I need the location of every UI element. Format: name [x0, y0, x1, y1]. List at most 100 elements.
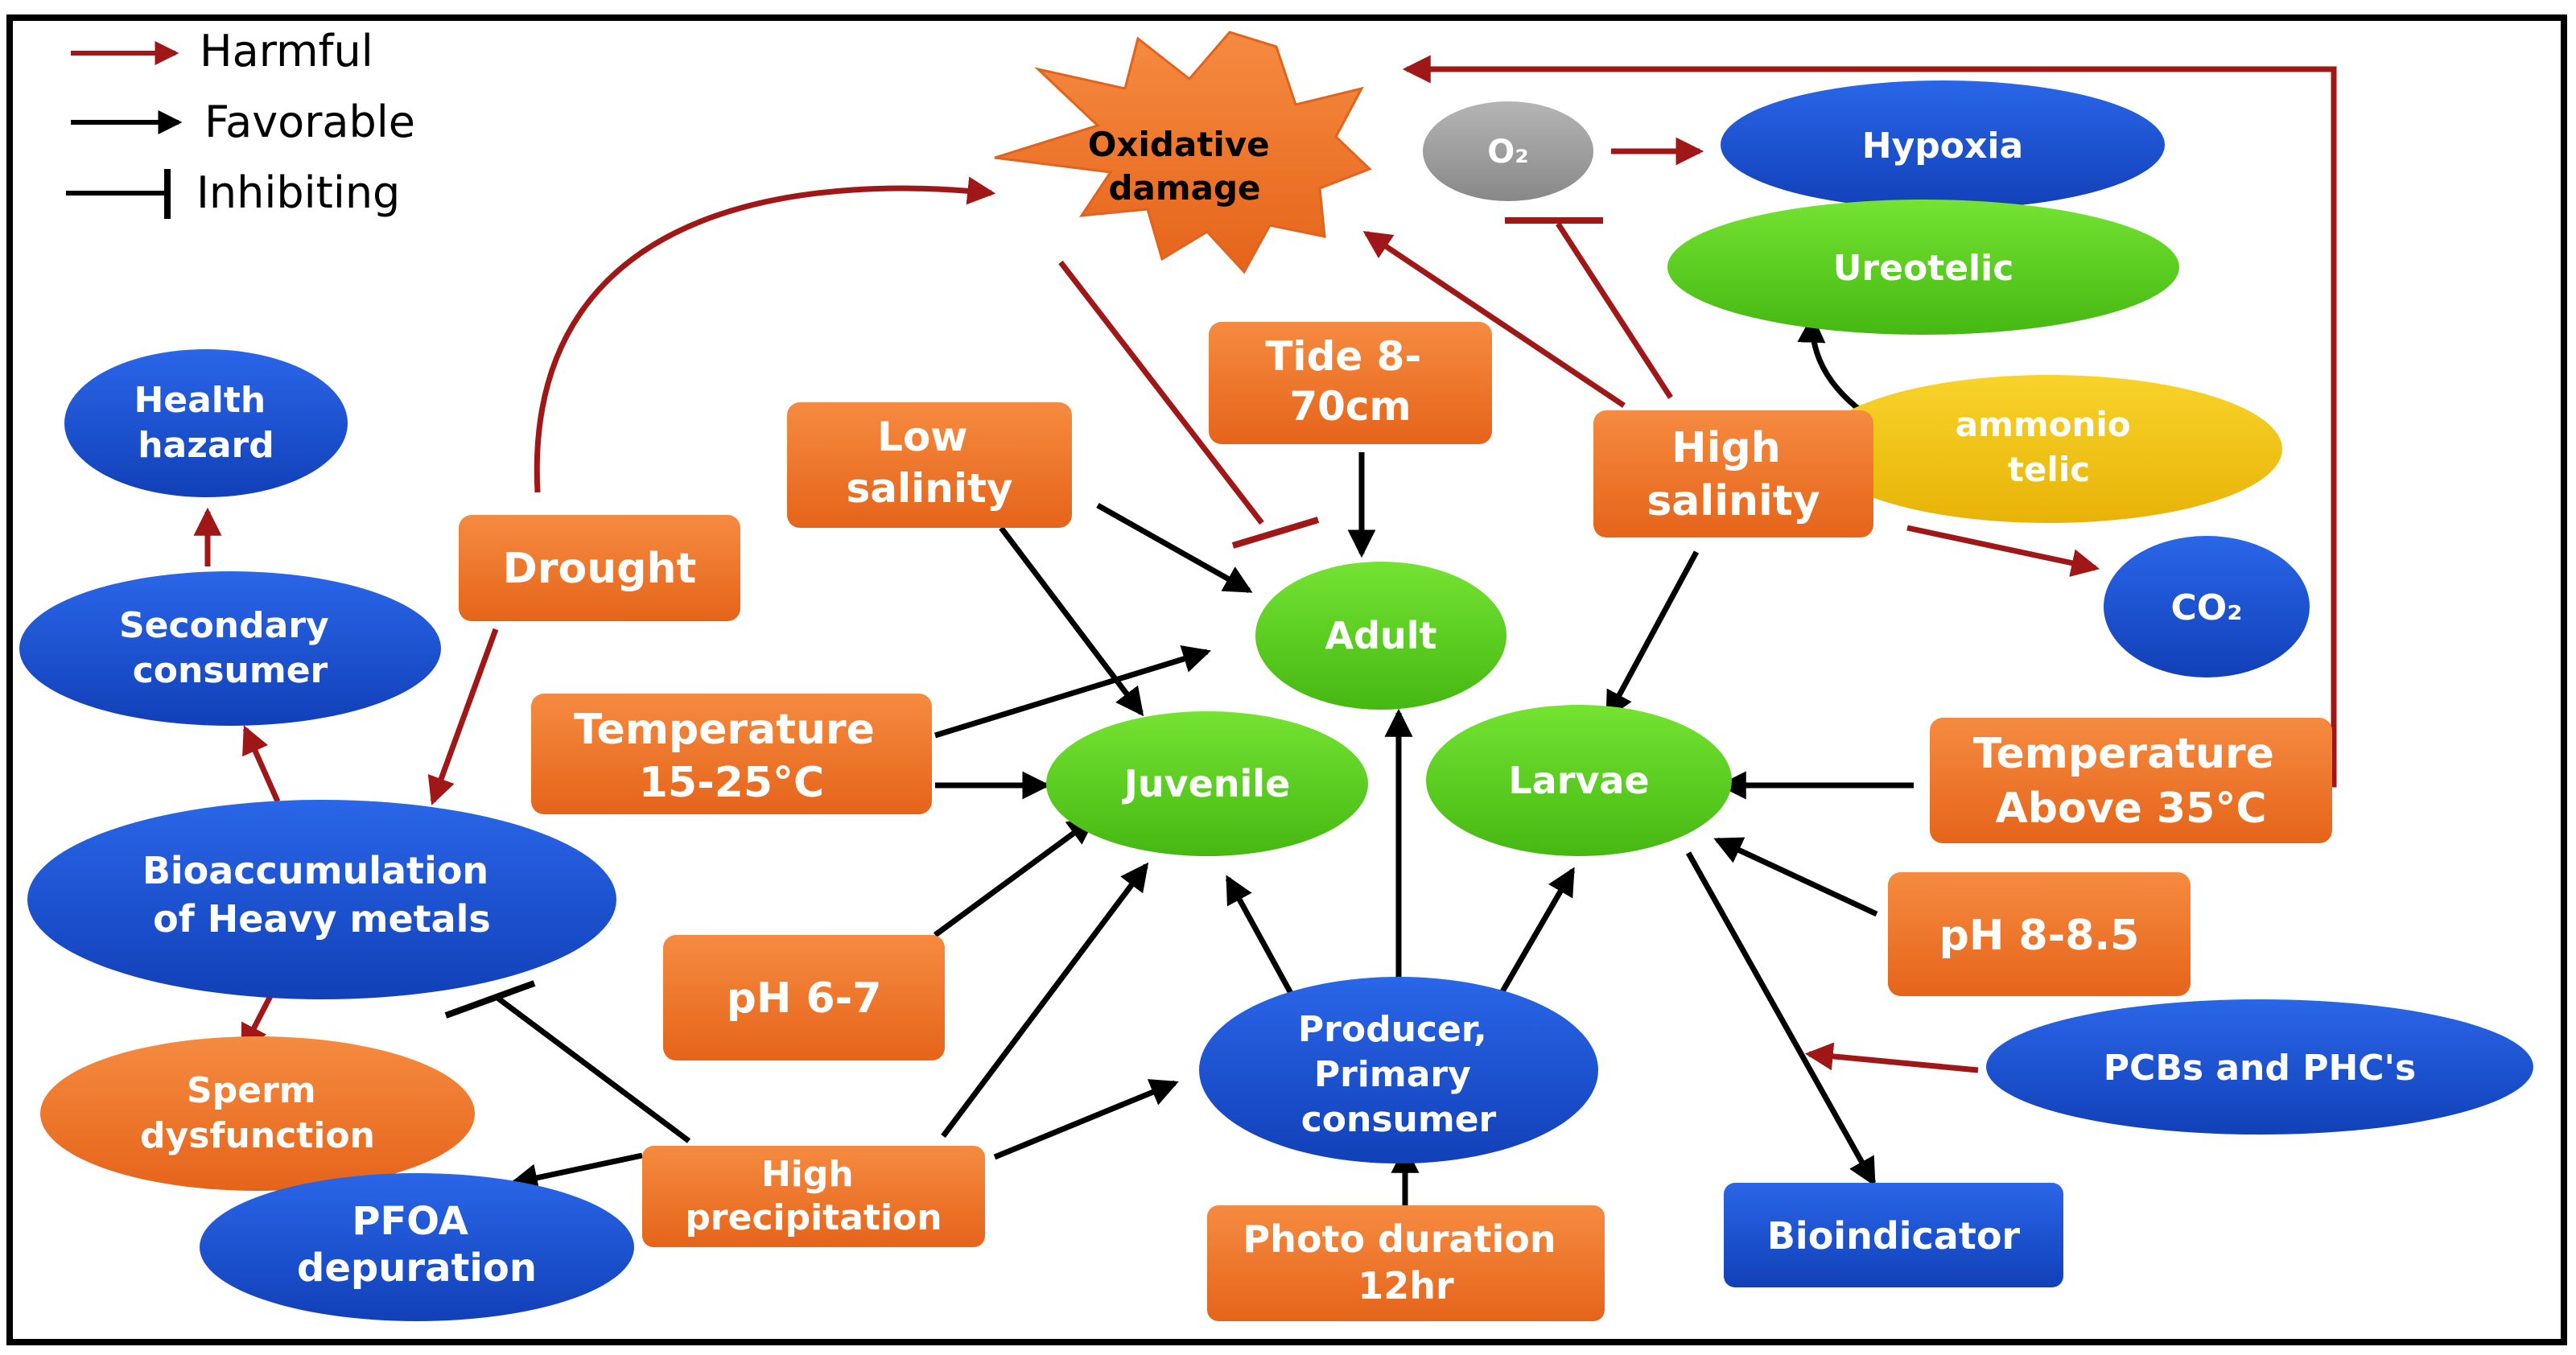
photo-duration-label: Photo duration 12hr: [1243, 1217, 1568, 1308]
node-temperature-above-35: Temperature Above 35°C: [1930, 718, 2332, 843]
co2-label: CO₂: [2171, 587, 2243, 628]
sperm-dysfunction-shape: [40, 1036, 475, 1191]
ammoniotelic-shape: [1816, 375, 2282, 523]
o2-shape: [1423, 101, 1593, 201]
arrow-highsalinity-to-larvae: [1605, 550, 1700, 720]
ph-8-85-label: pH 8-8.5: [1939, 912, 2140, 960]
arrow-precip-to-pfoa: [509, 1152, 643, 1192]
ammoniotelic-label: ammonio telic: [1956, 405, 2143, 489]
node-low-salinity: Low salinity: [787, 402, 1072, 528]
ph-6-7-shape: [663, 935, 945, 1061]
bioaccumulation-shape: [27, 800, 616, 999]
low-salinity-shape: [787, 402, 1072, 528]
node-ph-6-7: pH 6-7: [663, 935, 945, 1061]
legend: Harmful Favorable Inhibiting: [66, 26, 415, 219]
oxidative-damage-label: Oxidative damage: [1088, 125, 1282, 208]
node-hypoxia: Hypoxia: [1721, 80, 2165, 209]
arrow-precip-to-juvenile: [941, 862, 1149, 1139]
bioaccumulation-label: Bioaccumulation of Heavy metals: [142, 849, 501, 941]
node-ammoniotelic: ammonio telic: [1816, 375, 2282, 523]
sperm-dysfunction-label: Sperm dysfunction: [140, 1070, 375, 1156]
larvae-label: Larvae: [1508, 759, 1649, 802]
legend-inhibiting-label: Inhibiting: [196, 167, 400, 218]
inhibit-oxidative-to-adult: [1058, 260, 1264, 525]
node-sperm-dysfunction: Sperm dysfunction: [40, 1036, 475, 1191]
legend-favorable-label: Favorable: [204, 97, 415, 147]
ureotelic-shape: [1667, 200, 2179, 335]
secondary-consumer-label: Secondary consumer: [119, 605, 341, 691]
arrow-lowsalinity-to-juvenile: [999, 525, 1144, 717]
node-ureotelic: Ureotelic: [1667, 200, 2179, 335]
inhibit-highsalinity-to-o2: [1556, 222, 1673, 399]
outer-frame: [6, 14, 2567, 1345]
arrow-temp1525-to-adult: [934, 645, 1212, 739]
juvenile-label: Juvenile: [1122, 762, 1291, 805]
arrow-larvae-to-bioindicator: [1685, 851, 1877, 1187]
high-salinity-shape: [1593, 410, 1873, 537]
temperature-15-25-shape: [531, 694, 932, 814]
producer-shape: [1199, 977, 1598, 1163]
health-hazard-shape: [64, 349, 348, 497]
node-high-salinity: High salinity: [1593, 410, 1873, 537]
drought-shape: [459, 515, 740, 621]
arrow-ph885-to-larvae: [1713, 837, 1878, 917]
legend-harmful-label: Harmful: [200, 26, 373, 76]
bioindicator-shape: [1724, 1183, 2063, 1287]
o2-label: O₂: [1487, 134, 1529, 171]
temperature-15-25-label: Temperature 15-25°C: [574, 706, 889, 807]
arrow-bioaccumulation-to-secondary: [242, 725, 281, 803]
starburst-shape: [994, 31, 1372, 274]
node-bioindicator: Bioindicator: [1724, 1183, 2063, 1287]
high-salinity-label: High salinity: [1647, 424, 1820, 525]
node-bioaccumulation: Bioaccumulation of Heavy metals: [27, 800, 616, 999]
node-secondary-consumer: Secondary consumer: [19, 571, 441, 726]
larvae-shape: [1426, 705, 1732, 856]
temperature-above-35-label: Temperature Above 35°C: [1973, 730, 2289, 833]
health-hazard-label: Health hazard: [134, 380, 278, 466]
arrow-pcbs-to-larvae-link: [1804, 1042, 1979, 1073]
arrow-highsalinity-to-oxidative: [1362, 231, 1626, 408]
hypoxia-label: Hypoxia: [1862, 126, 2023, 167]
node-tide: Tide 8- 70cm: [1209, 322, 1492, 444]
pcbs-label: PCBs and PHC's: [2104, 1048, 2416, 1089]
node-high-precipitation: High precipitation: [642, 1146, 985, 1247]
node-temperature-15-25: Temperature 15-25°C: [531, 694, 932, 814]
pfoa-label: PFOA depuration: [297, 1199, 537, 1291]
high-precipitation-label: High precipitation: [685, 1154, 942, 1238]
node-oxidative-damage: Oxidative damage: [994, 31, 1372, 274]
node-producer: Producer, Primary consumer: [1199, 977, 1598, 1163]
adult-label: Adult: [1325, 614, 1436, 657]
co2-shape: [2104, 536, 2310, 678]
arrow-drought-to-bioaccumulation: [427, 628, 499, 805]
photo-duration-shape: [1207, 1205, 1605, 1321]
ph-8-85-shape: [1888, 872, 2191, 996]
node-ph-8-85: pH 8-8.5: [1888, 872, 2191, 996]
bioindicator-label: Bioindicator: [1767, 1214, 2021, 1258]
pcbs-shape: [1986, 999, 2533, 1135]
node-drought: Drought: [459, 515, 740, 621]
hypoxia-shape: [1721, 80, 2165, 209]
node-pcbs: PCBs and PHC's: [1986, 999, 2533, 1135]
ph-6-7-label: pH 6-7: [727, 974, 882, 1023]
inhibit-oxidative-to-adult-bar: [1231, 517, 1320, 549]
arrow-precip-to-producer: [993, 1079, 1179, 1160]
arrow-highsalinity-to-co2: [1906, 525, 2100, 577]
drought-label: Drought: [503, 545, 697, 593]
pfoa-shape: [200, 1173, 634, 1321]
arrow-lowsalinity-to-adult: [1096, 502, 1253, 594]
ureotelic-label: Ureotelic: [1833, 248, 2014, 289]
arrow-ph67-to-juvenile: [933, 816, 1097, 937]
node-co2: CO₂: [2104, 536, 2310, 678]
high-precipitation-shape: [642, 1146, 985, 1247]
tide-label: Tide 8- 70cm: [1265, 333, 1435, 430]
node-pfoa: PFOA depuration: [200, 1173, 634, 1321]
arrow-producer-to-juvenile: [1225, 875, 1296, 998]
juvenile-shape: [1046, 711, 1368, 856]
nodes: Oxidative damage O₂ Hypoxia Ureotelic am…: [19, 31, 2533, 1321]
node-o2: O₂: [1423, 101, 1593, 201]
tide-shape: [1209, 322, 1492, 444]
node-larvae: Larvae: [1426, 705, 1732, 856]
low-salinity-label: Low salinity: [846, 414, 1012, 512]
